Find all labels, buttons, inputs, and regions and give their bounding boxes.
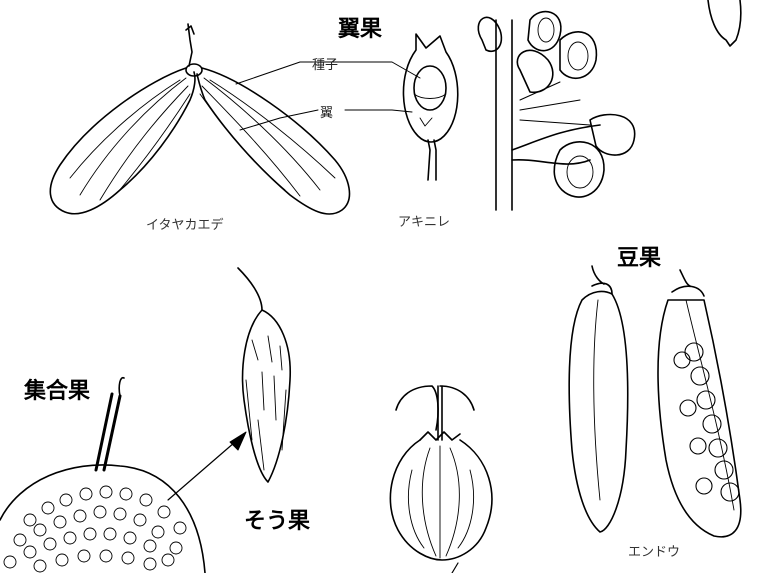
pea-pod-closed-drawing xyxy=(569,266,628,532)
winged-fruit-label: 翼果 xyxy=(338,11,382,43)
maple-species-label: イタヤカエデ xyxy=(146,214,223,233)
akinire-samara-drawing xyxy=(403,34,457,180)
maple-samara-drawing xyxy=(50,24,349,214)
achene-label: そう果 xyxy=(244,503,310,535)
achene-drawing xyxy=(238,268,290,482)
pea-species-label: エンドウ xyxy=(628,541,680,560)
akinire-branch-drawing xyxy=(478,12,634,210)
wing-part-label: 翼 xyxy=(320,102,333,121)
akinire-species-label: アキニレ xyxy=(398,211,450,230)
aggregate-fruit-label: 集合果 xyxy=(24,373,90,405)
seed-part-label: 種子 xyxy=(312,54,338,73)
legume-label: 豆果 xyxy=(617,240,661,272)
pea-pod-open-drawing xyxy=(658,270,741,537)
capsule-fruit-drawing xyxy=(390,386,492,560)
aggregate-fruit-drawing xyxy=(0,378,205,573)
